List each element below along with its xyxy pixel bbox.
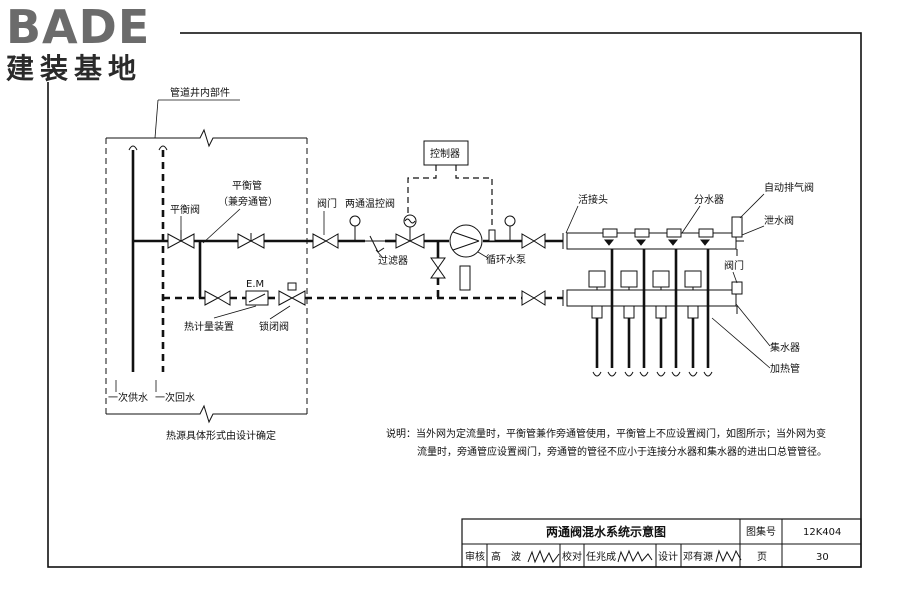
label-valve: 阀门	[317, 197, 337, 210]
label-drain-valve: 泄水阀	[764, 214, 794, 227]
review-label: 审核	[465, 550, 485, 563]
shaft-enclosure	[105, 99, 308, 424]
atlas-label: 图集号	[746, 525, 776, 538]
page-label: 页	[757, 551, 767, 563]
union-icon	[562, 233, 568, 306]
label-balance-pipe: 平衡管	[232, 179, 262, 192]
checker-signature	[617, 549, 653, 563]
pressure-gauge-icon	[504, 215, 516, 241]
page-number: 30	[816, 552, 829, 563]
title-block-title: 两通阀混水系统示意图	[546, 524, 666, 539]
label-two-way-valve: 两通温控阀	[345, 197, 395, 210]
controller-box	[423, 140, 469, 166]
label-strainer: 过滤器	[378, 254, 408, 267]
label-lock-valve: 锁闭阀	[259, 320, 289, 333]
primary-risers	[115, 145, 168, 392]
circulation-pump	[449, 224, 483, 291]
supply-valve	[312, 233, 339, 249]
heating-loops	[591, 249, 713, 377]
label-em: E.M	[246, 279, 264, 290]
note-line-1: 说明：当外网为定流量时，平衡管兼作旁通管使用，平衡管上不应设置阀门，如图所示；当…	[386, 427, 826, 440]
label-union: 活接头	[578, 193, 608, 206]
pressure-sensor	[488, 229, 496, 242]
label-valve-2: 阀门	[724, 259, 744, 272]
logo: BADE 建装基地	[0, 0, 180, 85]
return-valve-1	[204, 290, 231, 306]
supply-gate-valve	[237, 233, 265, 249]
reviewer-signature	[527, 549, 560, 564]
label-air-vent: 自动排气阀	[764, 181, 814, 194]
strainer-icon	[365, 235, 385, 253]
heat-meter	[245, 290, 269, 306]
supply-manifold-valve	[521, 233, 546, 249]
two-way-control-valve	[395, 214, 425, 249]
label-heat-meter: 热计量装置	[184, 320, 234, 333]
check-label: 校对	[562, 550, 582, 563]
label-pump: 循环水泵	[486, 253, 526, 266]
label-bypass-note: （兼旁通管）	[218, 195, 278, 208]
label-heating-pipe: 加热管	[770, 362, 800, 375]
label-balance-valve: 平衡阀	[170, 203, 200, 216]
lock-valve	[278, 282, 306, 306]
return-manifold-valve	[521, 290, 546, 306]
note-line-2: 流量时，旁通管应设置阀门，旁通管的管径不应小于连接分水器和集水器的进出口总管管径…	[417, 445, 827, 458]
design-label: 设计	[658, 550, 678, 563]
label-controller: 控制器	[430, 147, 460, 160]
balance-valve	[167, 230, 195, 249]
designer-name: 邓有源	[683, 550, 713, 563]
label-heat-source: 热源具体形式由设计确定	[166, 429, 276, 442]
mixing-bypass	[430, 241, 446, 298]
sheet-border	[47, 32, 862, 568]
title-block	[461, 518, 862, 568]
logo-word: BADE	[6, 0, 150, 54]
label-supply-manifold: 分水器	[694, 194, 724, 206]
designer-signature	[715, 549, 742, 563]
reviewer-name: 高 波	[491, 550, 521, 563]
label-return-manifold: 集水器	[770, 341, 800, 354]
thermometer-icon	[349, 215, 361, 241]
supply-manifold	[566, 216, 744, 256]
return-manifold	[566, 270, 743, 314]
label-shaft: 管道井内部件	[170, 86, 230, 99]
control-signal-lines	[407, 165, 493, 229]
label-primary-return: 一次回水	[155, 391, 195, 404]
label-primary-supply: 一次供水	[108, 391, 148, 404]
atlas-number: 12K404	[803, 527, 841, 538]
logo-subtitle: 建装基地	[6, 52, 142, 85]
checker-name: 任兆成	[586, 550, 616, 563]
